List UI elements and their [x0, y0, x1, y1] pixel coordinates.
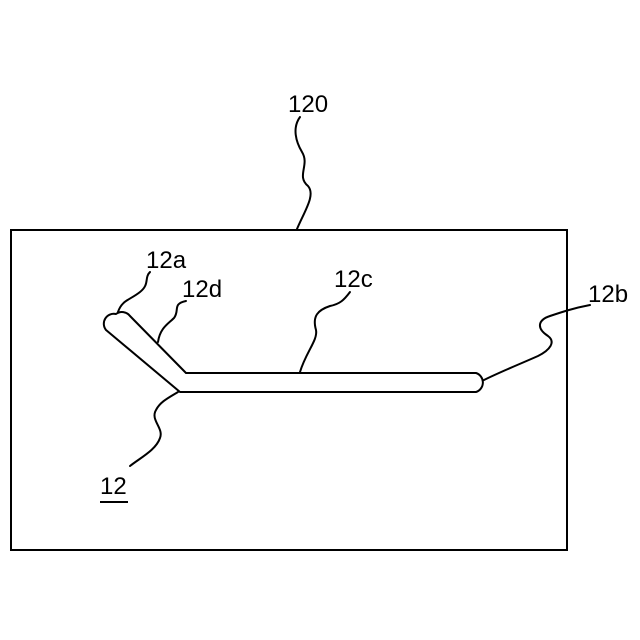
leader-line-12 [130, 392, 178, 466]
leader-line-12c [300, 292, 350, 372]
label-12b: 12b [588, 281, 628, 308]
label-120: 120 [288, 91, 328, 118]
leader-line-12b [484, 305, 590, 380]
label-12a: 12a [146, 247, 187, 274]
leader-line-120 [296, 117, 311, 229]
label-12: 12 [100, 473, 127, 500]
leader-line-12d [158, 301, 186, 342]
bent-member-outline [104, 312, 483, 392]
label-12d: 12d [182, 276, 222, 303]
label-12c: 12c [334, 266, 373, 293]
leader-line-12a [118, 272, 150, 312]
container-rectangle [11, 230, 567, 550]
